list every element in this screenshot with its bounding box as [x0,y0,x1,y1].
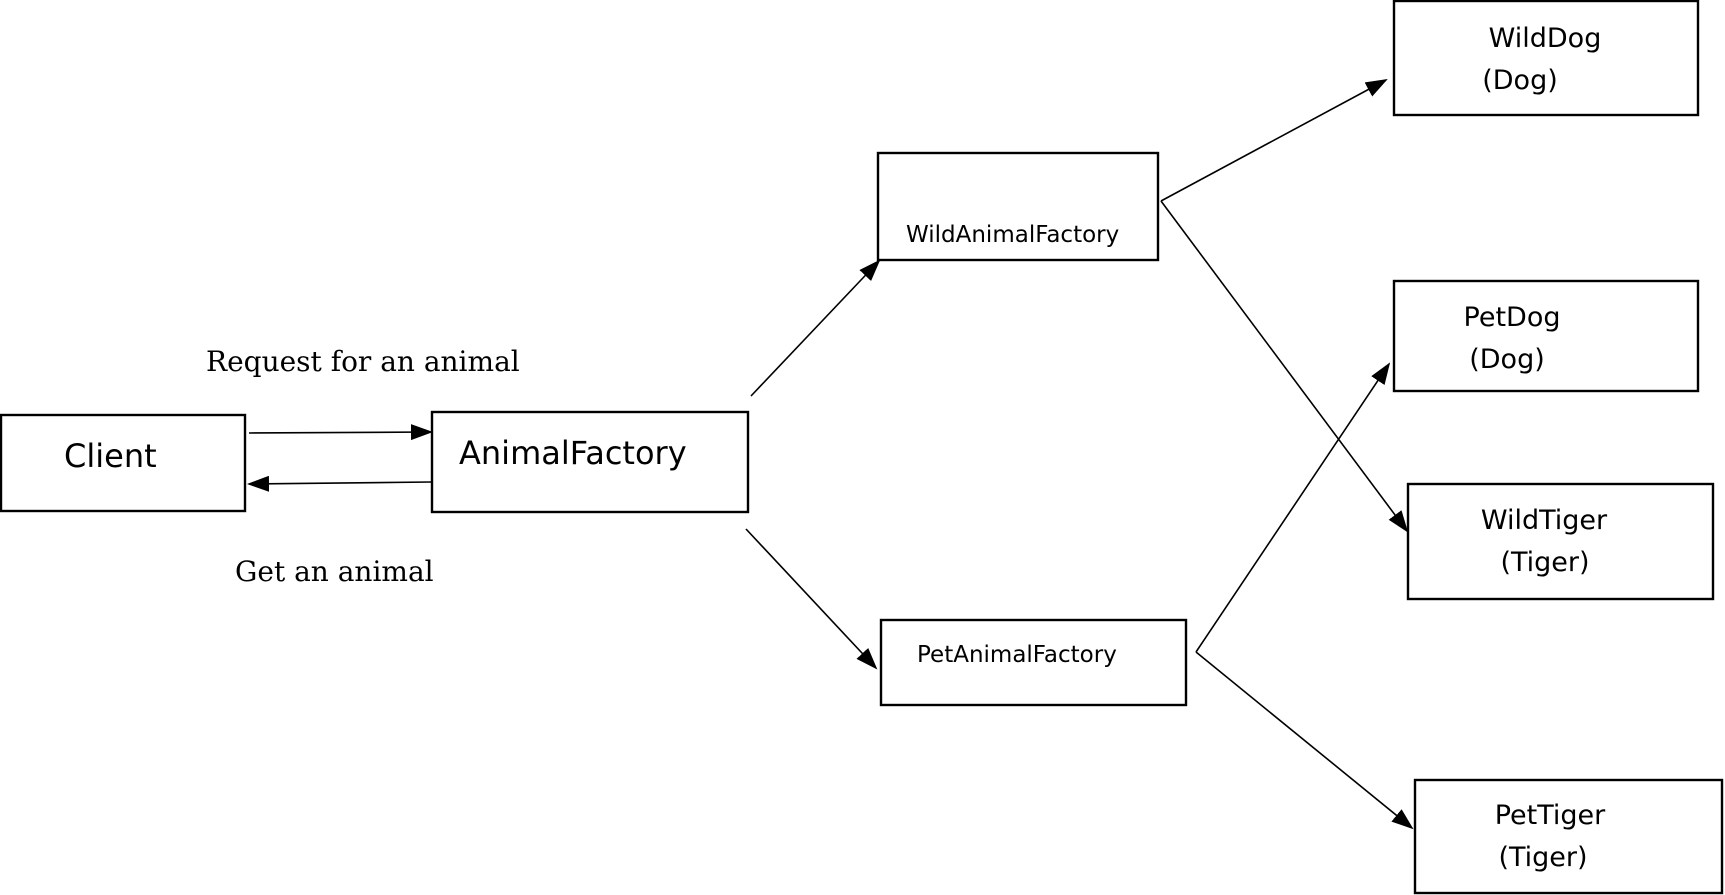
wild-animal-factory-node: WildAnimalFactory [876,151,1160,262]
pet-dog-type: (Dog) [1469,344,1545,375]
wild-dog-name: WildDog [1489,23,1602,54]
wild-tiger-name: WildTiger [1481,505,1608,536]
wild-tiger-node: WildTiger (Tiger) [1406,482,1715,601]
animal-factory-node: AnimalFactory [430,410,750,514]
response-arrow [247,475,432,492]
wild-factory-to-wild-tiger-arrow [1160,200,1409,533]
request-arrow [248,424,433,441]
animal-factory-to-wild-factory-arrow [750,259,881,397]
request-label: Request for an animal [206,345,520,378]
wild-animal-factory-label: WildAnimalFactory [906,222,1119,248]
client-label: Client [64,437,157,475]
pet-dog-name: PetDog [1464,302,1561,333]
pet-animal-factory-node: PetAnimalFactory [879,618,1188,707]
wild-tiger-type: (Tiger) [1500,547,1589,578]
pet-factory-to-pet-dog-arrow [1195,362,1391,653]
pet-animal-factory-label: PetAnimalFactory [917,642,1117,668]
wild-factory-to-wild-dog-arrow [1160,79,1388,202]
pet-dog-node: PetDog (Dog) [1392,279,1700,393]
animal-factory-to-pet-factory-arrow [745,528,878,670]
client-node: Client [0,413,247,513]
pet-tiger-name: PetTiger [1495,800,1606,831]
pet-factory-to-pet-tiger-arrow [1195,651,1414,830]
wild-dog-type: (Dog) [1482,65,1558,96]
response-label: Get an animal [235,555,434,588]
pet-tiger-node: PetTiger (Tiger) [1413,778,1724,895]
animal-factory-label: AnimalFactory [459,434,687,472]
wild-dog-node: WildDog (Dog) [1392,0,1700,117]
pet-tiger-type: (Tiger) [1498,842,1587,873]
edges [247,79,1414,830]
